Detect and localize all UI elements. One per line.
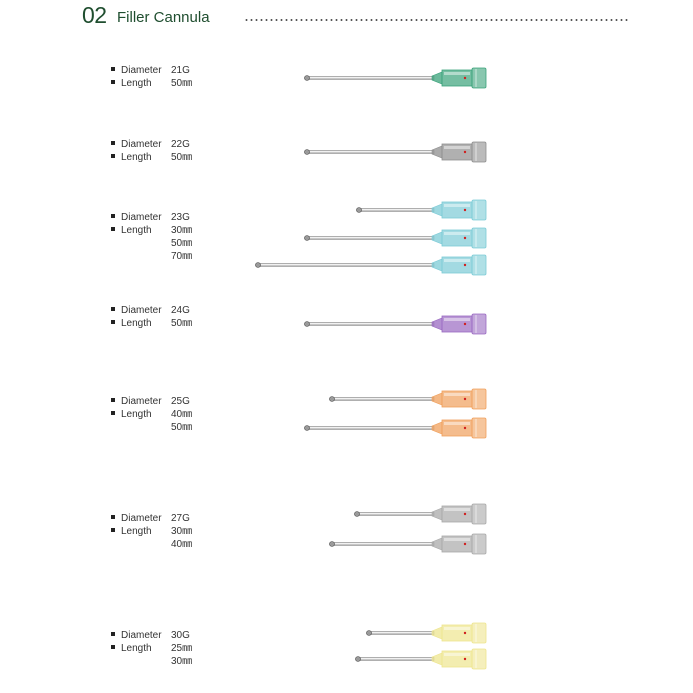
- length-value: 50㎜: [171, 78, 193, 89]
- diameter-row-30g: Diameter 30G: [111, 629, 190, 642]
- bullet-icon: [111, 214, 115, 219]
- section-header: 02 Filler Cannula: [82, 2, 642, 32]
- bullet-icon: [111, 307, 115, 312]
- length-row-21g: Length 50㎜: [111, 77, 192, 90]
- diameter-label: Diameter: [121, 65, 162, 76]
- cannula-needle: [304, 417, 487, 439]
- length-label: Length: [121, 318, 152, 329]
- gauge-value: 22G: [171, 139, 190, 150]
- length-value: 40㎜: [171, 539, 193, 550]
- length-value: 50㎜: [171, 238, 193, 249]
- cannula-needle: [304, 227, 487, 249]
- bullet-icon: [111, 141, 115, 146]
- diameter-label: Diameter: [121, 139, 162, 150]
- diameter-row-23g: Diameter 23G: [111, 211, 190, 224]
- gauge-value: 24G: [171, 305, 190, 316]
- length-row-22g: Length 50㎜: [111, 151, 192, 164]
- cannula-needle: [355, 648, 487, 670]
- length-value: 30㎜: [171, 656, 193, 667]
- length-label: Length: [121, 225, 152, 236]
- length-row-25g: Length 40㎜: [111, 408, 192, 421]
- gauge-value: 23G: [171, 212, 190, 223]
- cannula-needle: [304, 141, 487, 163]
- diameter-row-21g: Diameter 21G: [111, 64, 190, 77]
- cannula-needle: [255, 254, 487, 276]
- length-value: 50㎜: [171, 422, 193, 433]
- length-value: 50㎜: [171, 152, 193, 163]
- cannula-needle: [329, 388, 487, 410]
- diameter-row-25g: Diameter 25G: [111, 395, 190, 408]
- bullet-icon: [111, 154, 115, 159]
- length-label: Length: [121, 526, 152, 537]
- diameter-label: Diameter: [121, 513, 162, 524]
- length-value: 25㎜: [171, 643, 193, 654]
- section-number: 02: [82, 2, 107, 28]
- cannula-needle: [356, 199, 487, 221]
- gauge-value: 21G: [171, 65, 190, 76]
- bullet-icon: [111, 320, 115, 325]
- diameter-label: Diameter: [121, 212, 162, 223]
- length-label: Length: [121, 78, 152, 89]
- bullet-icon: [111, 80, 115, 85]
- bullet-icon: [111, 411, 115, 416]
- bullet-icon: [111, 632, 115, 637]
- cannula-needle: [329, 533, 487, 555]
- bullet-icon: [111, 528, 115, 533]
- length-label: Length: [121, 409, 152, 420]
- bullet-icon: [111, 645, 115, 650]
- length-value: 70㎜: [171, 251, 193, 262]
- diameter-label: Diameter: [121, 630, 162, 641]
- length-row-30g: Length 25㎜: [111, 642, 192, 655]
- cannula-needle: [366, 622, 487, 644]
- diameter-row-22g: Diameter 22G: [111, 138, 190, 151]
- cannula-needle: [304, 67, 487, 89]
- cannula-needle: [354, 503, 487, 525]
- section-title: Filler Cannula: [117, 9, 210, 26]
- length-row-24g: Length 50㎜: [111, 317, 192, 330]
- length-row-27g: Length 30㎜: [111, 525, 192, 538]
- bullet-icon: [111, 515, 115, 520]
- bullet-icon: [111, 67, 115, 72]
- length-value: 40㎜: [171, 409, 193, 420]
- gauge-value: 30G: [171, 630, 190, 641]
- length-value: 30㎜: [171, 225, 193, 236]
- gauge-value: 27G: [171, 513, 190, 524]
- length-row-23g: Length 30㎜: [111, 224, 192, 237]
- diameter-label: Diameter: [121, 396, 162, 407]
- dotted-rule: [244, 19, 629, 21]
- length-label: Length: [121, 643, 152, 654]
- bullet-icon: [111, 227, 115, 232]
- diameter-row-27g: Diameter 27G: [111, 512, 190, 525]
- length-value: 30㎜: [171, 526, 193, 537]
- diameter-label: Diameter: [121, 305, 162, 316]
- bullet-icon: [111, 398, 115, 403]
- length-label: Length: [121, 152, 152, 163]
- diameter-row-24g: Diameter 24G: [111, 304, 190, 317]
- gauge-value: 25G: [171, 396, 190, 407]
- cannula-needle: [304, 313, 487, 335]
- length-value: 50㎜: [171, 318, 193, 329]
